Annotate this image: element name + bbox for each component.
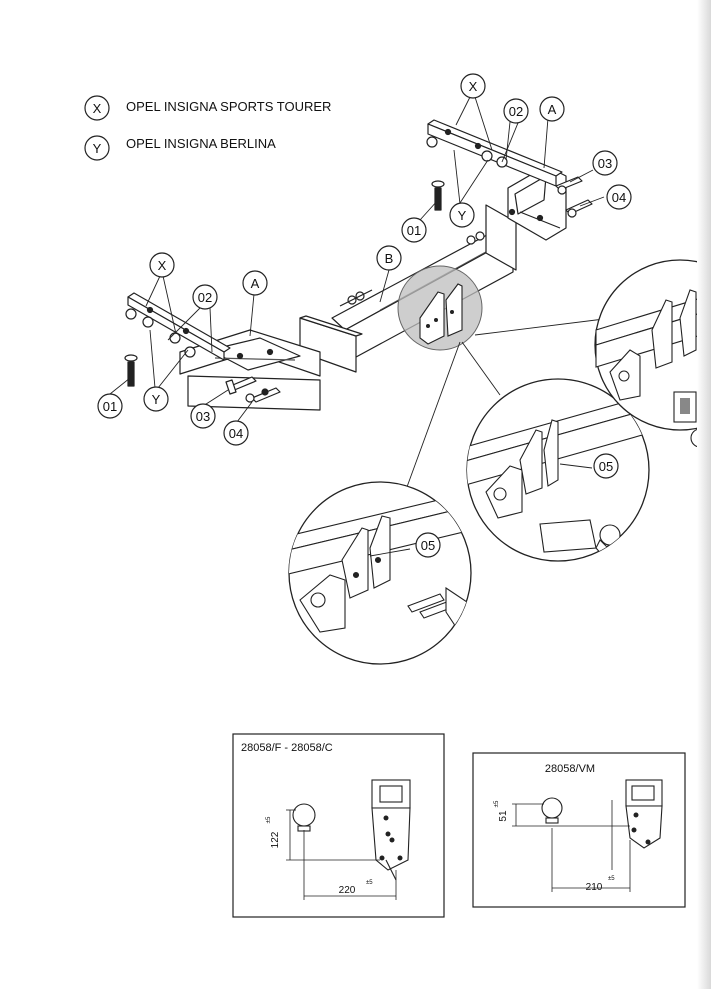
callout-05-lower: 05 bbox=[415, 532, 441, 558]
svg-text:04: 04 bbox=[229, 426, 243, 441]
distance-dimension: 210 bbox=[586, 882, 603, 893]
bracket-side-view bbox=[371, 779, 411, 881]
svg-text:05: 05 bbox=[421, 538, 435, 553]
svg-text:Y: Y bbox=[152, 392, 161, 407]
svg-text:01: 01 bbox=[103, 399, 117, 414]
svg-text:03: 03 bbox=[598, 156, 612, 171]
svg-text:04: 04 bbox=[612, 190, 626, 205]
callout-05-middle: 05 bbox=[593, 453, 619, 479]
svg-text:01: 01 bbox=[407, 223, 421, 238]
tow-bar-assembly bbox=[124, 119, 593, 411]
svg-text:03: 03 bbox=[196, 409, 210, 424]
crossbar-fasteners bbox=[339, 231, 485, 307]
svg-text:X: X bbox=[158, 258, 167, 273]
callout-02-top: 02 bbox=[503, 98, 529, 124]
spec-title: 28058/F - 28058/C bbox=[241, 742, 333, 754]
svg-text:02: 02 bbox=[198, 290, 212, 305]
detail-highlight bbox=[397, 265, 613, 507]
callout-03-top: 03 bbox=[592, 150, 618, 176]
detail-view-detachable: 05 bbox=[466, 378, 650, 562]
callout-b: B bbox=[376, 245, 402, 271]
callout-01-top: 01 bbox=[401, 217, 427, 243]
tow-ball bbox=[541, 797, 563, 824]
detail-view-fixed: 05 bbox=[288, 481, 472, 665]
callout-y-top: Y bbox=[449, 202, 475, 228]
detail-view-vertical bbox=[594, 259, 711, 448]
bracket-side-view bbox=[625, 779, 663, 849]
callout-04-left: 04 bbox=[223, 420, 249, 446]
distance-dimension: 220 bbox=[339, 885, 356, 896]
svg-text:A: A bbox=[251, 276, 260, 291]
left-end-plate bbox=[299, 315, 363, 373]
bolt-marks bbox=[379, 815, 403, 861]
height-tolerance: ±5 bbox=[266, 816, 272, 823]
callout-x-top: X bbox=[460, 73, 486, 99]
callouts: X 02 A 03 04 Y 01 B X 02 A Y 01 03 04 bbox=[97, 73, 632, 446]
svg-text:X: X bbox=[469, 79, 478, 94]
height-dimension: 122 bbox=[270, 831, 281, 848]
legend-item-y: Y OPEL INSIGNA BERLINA bbox=[84, 135, 276, 161]
callout-02-left: 02 bbox=[192, 284, 218, 310]
legend-item-x: X OPEL INSIGNA SPORTS TOURER bbox=[84, 95, 331, 121]
callout-03-left: 03 bbox=[190, 403, 216, 429]
spec-title: 28058/VM bbox=[545, 763, 595, 775]
svg-text:02: 02 bbox=[509, 104, 523, 119]
left-side-rail bbox=[127, 292, 231, 361]
distance-tolerance: ±5 bbox=[366, 880, 373, 886]
callout-a-left: A bbox=[242, 270, 268, 296]
callout-x-left: X bbox=[149, 252, 175, 278]
svg-text:B: B bbox=[385, 251, 394, 266]
legend: X OPEL INSIGNA SPORTS TOURER Y OPEL INSI… bbox=[84, 95, 331, 161]
height-tolerance: ±5 bbox=[494, 800, 500, 807]
legend-label: OPEL INSIGNA SPORTS TOURER bbox=[126, 99, 331, 114]
distance-tolerance: ±5 bbox=[608, 876, 615, 882]
legend-letter: Y bbox=[93, 141, 102, 156]
callout-a-top: A bbox=[539, 96, 565, 122]
spec-box-fixed: 28058/F - 28058/C 122 ±5 220 bbox=[232, 733, 445, 918]
page-edge-shadow bbox=[697, 0, 711, 989]
right-side-rail bbox=[427, 119, 563, 187]
height-dimension: 51 bbox=[498, 810, 509, 822]
bolt-marks bbox=[631, 812, 651, 845]
callout-01-left: 01 bbox=[97, 393, 123, 419]
callout-leaders bbox=[109, 96, 605, 423]
callout-y-left: Y bbox=[143, 386, 169, 412]
svg-text:05: 05 bbox=[599, 459, 613, 474]
legend-label: OPEL INSIGNA BERLINA bbox=[126, 136, 276, 151]
legend-letter: X bbox=[93, 101, 102, 116]
svg-text:Y: Y bbox=[458, 208, 467, 223]
callout-04-top: 04 bbox=[606, 184, 632, 210]
right-end-plate bbox=[485, 204, 517, 271]
spec-box-detachable: 28058/VM 51 ±5 210 ±5 bbox=[472, 752, 686, 908]
svg-text:A: A bbox=[548, 102, 557, 117]
